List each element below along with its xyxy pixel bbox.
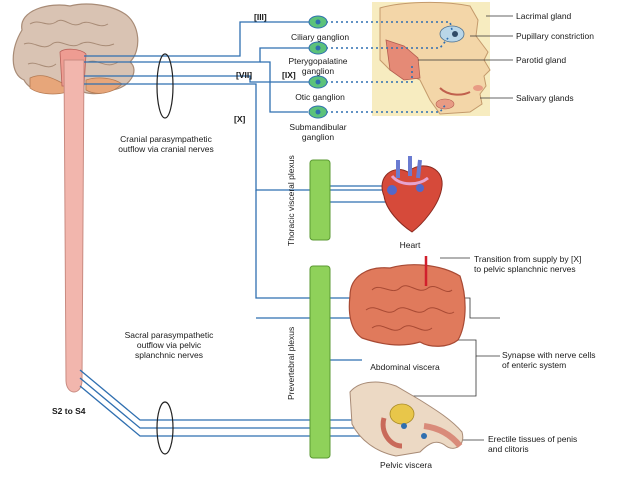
nerve-label-ix: [IX] — [282, 70, 296, 80]
submandibular-ganglion — [308, 105, 328, 119]
postganglionic-fibres — [326, 21, 453, 113]
salivary-glands-label: Salivary glands — [516, 93, 574, 103]
synapse-label: Synapse with nerve cells of enteric syst… — [502, 350, 596, 370]
ciliary-ganglion-label: Ciliary ganglion — [290, 32, 350, 42]
heart-illustration — [381, 156, 443, 233]
transition-label: Transition from supply by [X] to pelvic … — [474, 254, 582, 274]
otic-ganglion-label: Otic ganglion — [295, 92, 345, 102]
pterygopalatine-ganglion-label: Pterygopalatine ganglion — [288, 56, 348, 76]
nerve-label-x: [X] — [234, 114, 246, 124]
abdominal-viscera-label: Abdominal viscera — [370, 362, 440, 372]
pelvic-illustration — [349, 381, 464, 457]
heart-label: Heart — [399, 240, 421, 250]
pupillary-constriction-label: Pupillary constriction — [516, 31, 594, 41]
cranial-bracket — [156, 53, 174, 119]
parotid-gland-label: Parotid gland — [516, 55, 567, 65]
prevertebral-plexus-label: Prevertebral plexus — [286, 326, 296, 400]
pelvic-viscera-label: Pelvic viscera — [380, 460, 432, 470]
spinal-level-label: S2 to S4 — [52, 406, 86, 416]
prevertebral-plexus-bar — [309, 265, 331, 459]
lacrimal-gland-label: Lacrimal gland — [516, 11, 572, 21]
nerve-label-vii: [VII] — [236, 70, 253, 80]
spinal-cord — [63, 59, 85, 393]
sacral-bracket — [156, 401, 174, 455]
face-illustration — [379, 1, 491, 115]
submandibular-ganglion-label: Submandibular ganglion — [289, 122, 347, 142]
colon-illustration — [348, 256, 466, 347]
nerve-label-iii: [III] — [254, 12, 267, 22]
sacral-outflow-label: Sacral parasympathetic outflow via pelvi… — [124, 330, 214, 360]
brain-illustration — [12, 3, 139, 95]
erectile-tissues-label: Erectile tissues of penis and clitoris — [488, 434, 578, 454]
thoracic-plexus-label: Thoracic visceral plexus — [286, 155, 296, 246]
ciliary-ganglion — [308, 15, 328, 29]
leader-lines — [418, 15, 513, 259]
thoracic-plexus-bar — [309, 159, 331, 241]
ganglion-markers — [308, 15, 328, 119]
otic-ganglion — [308, 75, 328, 89]
pterygopalatine-ganglion — [308, 41, 328, 55]
cranial-outflow-label: Cranial parasympathetic outflow via cran… — [118, 134, 214, 154]
